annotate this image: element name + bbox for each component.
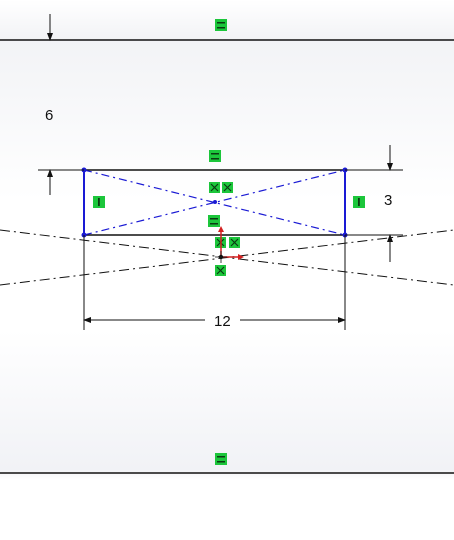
origin-icon[interactable]	[215, 226, 244, 263]
midpoint-relation-icon[interactable]	[222, 182, 233, 193]
vertical-relation-icon[interactable]	[93, 196, 105, 208]
width-dimension-value[interactable]: 12	[214, 313, 231, 330]
offset-dimension-value[interactable]: 6	[45, 107, 53, 124]
rectangle-center-point[interactable]	[213, 200, 217, 204]
coincident-relation-icon[interactable]	[229, 237, 240, 248]
height-dimension-value[interactable]: 3	[384, 192, 392, 209]
coincident-relation-icon[interactable]	[215, 265, 226, 276]
midpoint-relation-icon[interactable]	[209, 182, 220, 193]
horizontal-relation-icon[interactable]	[208, 215, 220, 227]
horizontal-relation-icon[interactable]	[215, 453, 227, 465]
vertical-relation-icon[interactable]	[353, 196, 365, 208]
horizontal-relation-icon[interactable]	[215, 19, 227, 31]
horizontal-relation-icon[interactable]	[209, 150, 221, 162]
